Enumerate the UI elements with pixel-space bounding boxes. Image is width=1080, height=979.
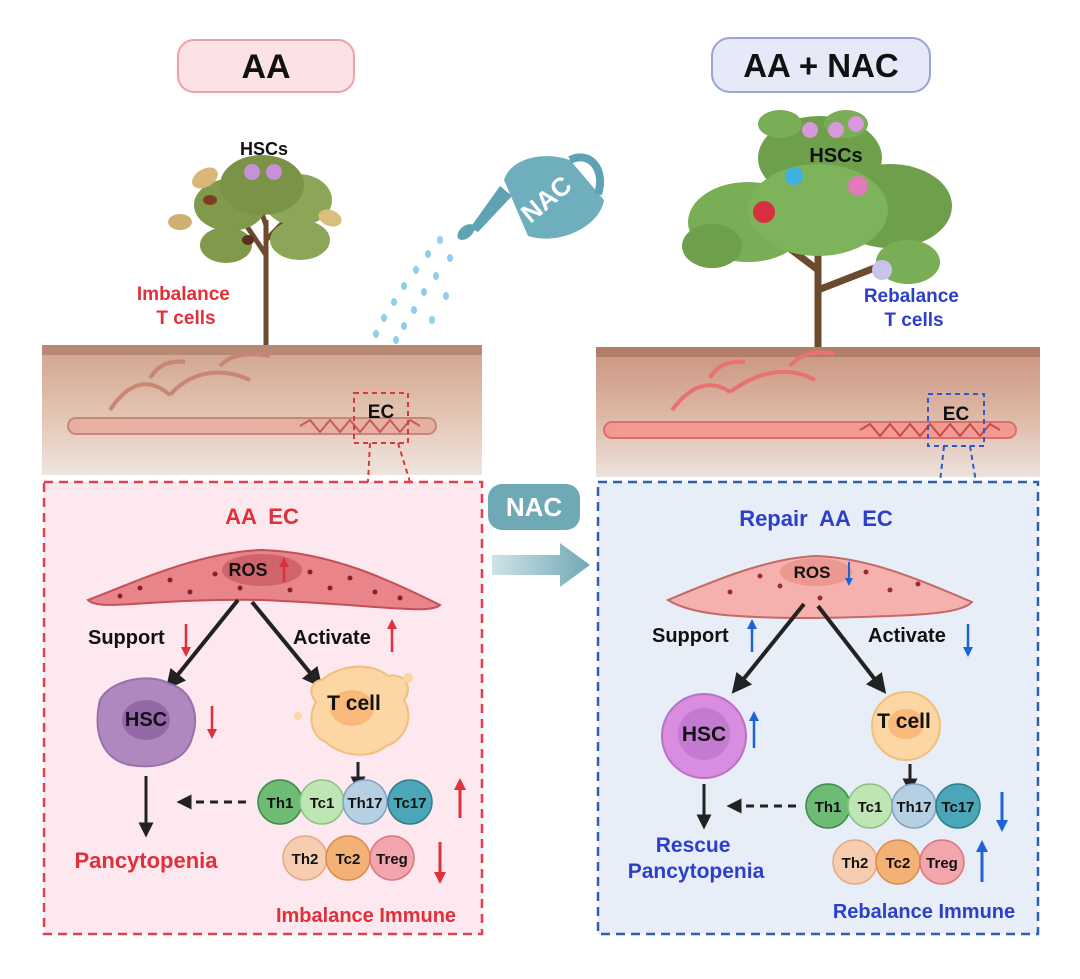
right-outcome-line1: Rescue (656, 834, 731, 857)
right-tcell-label: T cell (877, 710, 931, 733)
left-subset-th17-label: Th17 (347, 795, 382, 812)
left-tcell-status-line1: Imbalance (137, 284, 230, 305)
right-subset-treg-label: Treg (926, 855, 958, 872)
right-regulatory-subsets: Th2 Tc2 Treg (832, 839, 965, 885)
left-hsc-flower (244, 164, 260, 180)
right-subset-tc17 (935, 783, 981, 829)
water-drops (373, 236, 453, 344)
left-tcell-status-line2: T cells (156, 308, 215, 329)
right-subset-th1-label: Th1 (815, 799, 842, 816)
right-title: AA + NAC (743, 47, 899, 84)
right-vessel (603, 421, 1017, 439)
left-activate-label: Activate (293, 627, 371, 649)
left-subset-tc17 (387, 779, 433, 825)
left-effector-subsets: Th1 Tc1 Th17 Tc17 (257, 779, 433, 825)
left-immune-status: Imbalance Immune (276, 905, 456, 927)
right-subset-th17-label: Th17 (896, 799, 931, 816)
right-subset-tc2-label: Tc2 (886, 855, 911, 872)
right-tcell-status-line2: T cells (884, 310, 943, 331)
watering-can: NAC (457, 153, 604, 240)
right-tree-label: HSCs (809, 145, 862, 167)
treatment: NAC NAC (373, 153, 604, 587)
left-subset-treg (369, 835, 415, 881)
right-box-title: Repair AA EC (739, 506, 893, 531)
right-tcell-status-line1: Rebalance (864, 286, 959, 307)
left-subset-tc1-label: Tc1 (310, 795, 335, 812)
left-ec-label: EC (368, 402, 395, 423)
right-subset-tc1-label: Tc1 (858, 799, 883, 816)
right-ros-label: ROS (794, 563, 831, 582)
left-panel: AA HSCs Imbalance T cells (42, 39, 484, 936)
left-ec-box (353, 392, 409, 444)
left-support-label: Support (88, 627, 165, 649)
right-effector-subsets: Th1 Tc1 Th17 Tc17 (805, 783, 981, 829)
nac-arrow-label: NAC (506, 492, 563, 522)
left-hsc-label: HSC (125, 709, 167, 731)
left-tree: HSCs (168, 139, 342, 352)
right-panel: AA + NAC HSCs Rebalance T cells (596, 37, 1040, 936)
right-hsc-flower (802, 122, 818, 138)
left-tree-label: HSCs (240, 139, 288, 159)
right-subset-th2-label: Th2 (842, 855, 869, 872)
left-subset-th1-label: Th1 (267, 795, 294, 812)
left-subset-th17 (342, 779, 388, 825)
right-subset-tc17-label: Tc17 (941, 799, 974, 816)
right-outcome-line2: Pancytopenia (628, 860, 765, 883)
left-ros-label: ROS (228, 560, 267, 580)
right-title-pill (711, 37, 931, 93)
right-subset-treg (919, 839, 965, 885)
right-outcome: Rescue Pancytopenia (628, 834, 765, 883)
right-tree: HSCs (682, 110, 952, 354)
left-vessel (67, 417, 437, 435)
left-title-pill (177, 39, 355, 93)
right-activate-label: Activate (868, 625, 946, 647)
right-ec-cell (665, 554, 974, 620)
left-subset-th2-label: Th2 (292, 851, 319, 868)
left-subset-treg-label: Treg (376, 851, 408, 868)
right-tcell-status: Rebalance T cells (864, 286, 964, 331)
left-subset-tc17-label: Tc17 (393, 795, 426, 812)
left-box-title: AA EC (225, 504, 299, 529)
treatment-arrow (492, 543, 590, 587)
left-tcell-label: T cell (327, 692, 381, 715)
left-tcell-status: Imbalance T cells (137, 284, 235, 329)
right-ec-label: EC (943, 404, 970, 425)
nac-pill (488, 484, 580, 530)
left-outcome: Pancytopenia (74, 848, 218, 873)
left-title: AA (241, 48, 290, 86)
right-ec-box (927, 393, 985, 447)
left-subset-tc2-label: Tc2 (336, 851, 361, 868)
right-hsc-label: HSC (682, 723, 726, 746)
right-support-label: Support (652, 625, 729, 647)
left-soil (42, 345, 482, 475)
right-soil (596, 347, 1040, 477)
left-regulatory-subsets: Th2 Tc2 Treg (282, 835, 415, 881)
right-immune-status: Rebalance Immune (833, 901, 1015, 923)
